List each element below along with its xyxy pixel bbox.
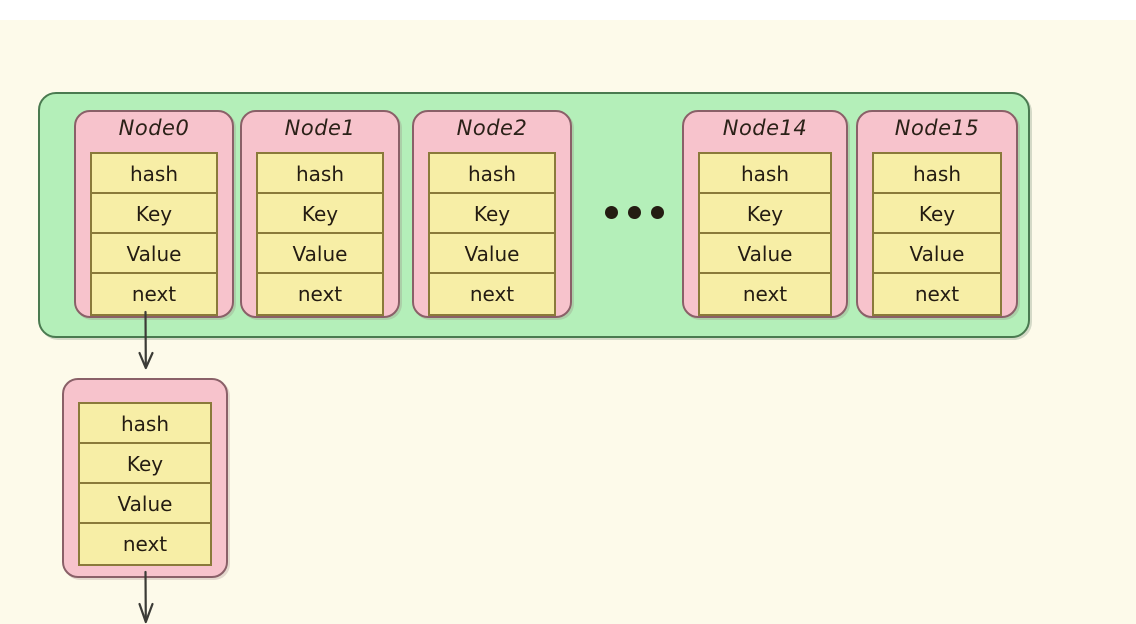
node-field-hash: hash (92, 154, 216, 194)
node-fields: hash Key Value next (256, 152, 384, 316)
node-field-hash: hash (430, 154, 554, 194)
node-field-key: Key (258, 194, 382, 234)
node-field-next: next (700, 274, 830, 314)
chained-node-field-value: Value (80, 484, 210, 524)
node-box-2[interactable]: Node2 hash Key Value next (412, 110, 572, 318)
node-field-next: next (430, 274, 554, 314)
node-field-key: Key (430, 194, 554, 234)
node-title: Node15 (894, 116, 980, 140)
node-field-hash: hash (258, 154, 382, 194)
chained-node-fields: hash Key Value next (78, 402, 212, 566)
node-box-0[interactable]: Node0 hash Key Value next (74, 110, 234, 318)
node-title: Node1 (284, 116, 356, 140)
node-field-next: next (258, 274, 382, 314)
node-field-next: next (874, 274, 1000, 314)
ellipsis-icon (605, 206, 664, 219)
chained-node-field-next: next (80, 524, 210, 564)
node-field-hash: hash (700, 154, 830, 194)
node-fields: hash Key Value next (90, 152, 218, 316)
node-fields: hash Key Value next (698, 152, 832, 316)
node-field-value: Value (92, 234, 216, 274)
chained-node-box[interactable]: hash Key Value next (62, 378, 228, 578)
arrow-node0-to-chained-node (138, 310, 154, 370)
node-field-key: Key (700, 194, 830, 234)
node-box-1[interactable]: Node1 hash Key Value next (240, 110, 400, 318)
node-field-key: Key (874, 194, 1000, 234)
ellipsis-dot (651, 206, 664, 219)
node-title: Node14 (722, 116, 808, 140)
node-fields: hash Key Value next (872, 152, 1002, 316)
chained-node-field-hash: hash (80, 404, 210, 444)
node-title: Node0 (118, 116, 190, 140)
chained-node-field-key: Key (80, 444, 210, 484)
node-box-15[interactable]: Node15 hash Key Value next (856, 110, 1018, 318)
node-field-value: Value (874, 234, 1000, 274)
node-field-value: Value (700, 234, 830, 274)
node-field-value: Value (430, 234, 554, 274)
node-field-value: Value (258, 234, 382, 274)
node-fields: hash Key Value next (428, 152, 556, 316)
ellipsis-dot (628, 206, 641, 219)
node-title: Node2 (456, 116, 528, 140)
node-box-14[interactable]: Node14 hash Key Value next (682, 110, 848, 318)
node-field-key: Key (92, 194, 216, 234)
arrow-chained-node-to-next (138, 570, 154, 624)
node-field-hash: hash (874, 154, 1000, 194)
node-field-next: next (92, 274, 216, 314)
ellipsis-dot (605, 206, 618, 219)
